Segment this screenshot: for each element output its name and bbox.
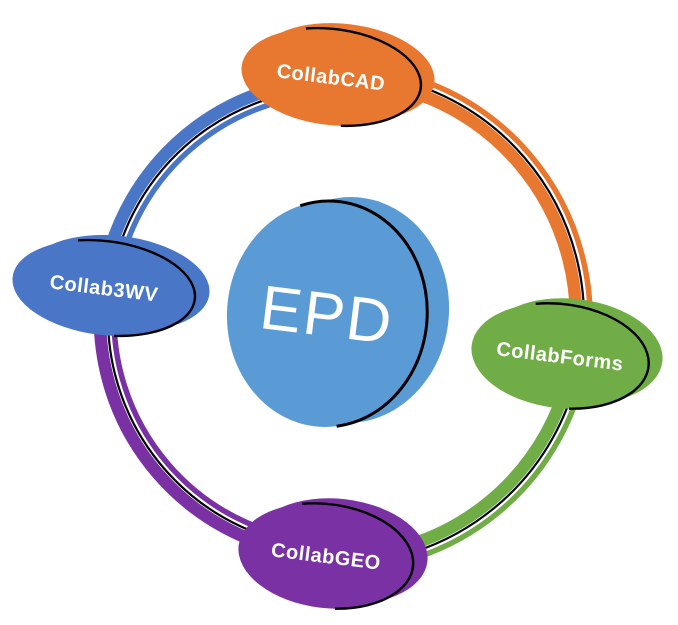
node-collab3wv-front-face	[12, 240, 196, 336]
node-collabgeo-front-face	[238, 503, 414, 609]
node-collab3wv: Collab3WV	[12, 235, 210, 338]
center-node-outline	[299, 199, 429, 428]
node-collabgeo: CollabGEO	[238, 498, 428, 610]
node-collabcad-front-face	[241, 28, 421, 126]
node-collabgeo-outline	[301, 502, 415, 610]
center-node-front-face	[226, 201, 428, 427]
center-node-label: EPD	[256, 273, 397, 358]
node-collabforms-outline	[535, 302, 650, 410]
node-collab3wv-outline	[78, 238, 197, 338]
node-collabcad: CollabCAD	[241, 23, 435, 128]
center-node-epd: EPD	[226, 197, 450, 428]
node-collabforms-front-face	[471, 303, 649, 409]
node-collabcad-outline	[305, 26, 423, 128]
node-collabforms: CollabForms	[471, 298, 663, 410]
